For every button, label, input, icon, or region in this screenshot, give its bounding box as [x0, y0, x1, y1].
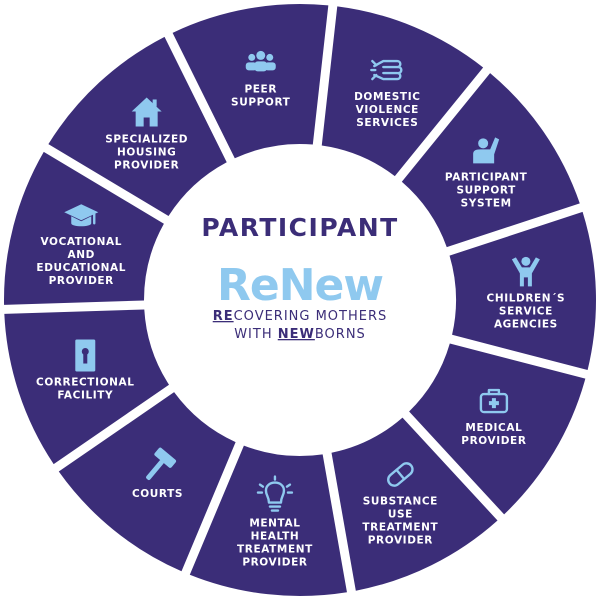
fist-icon	[370, 59, 403, 81]
tagline-line-1: RECOVERING MOTHERS	[213, 309, 388, 324]
segment-shape-childrens-service-agencies	[449, 211, 596, 370]
gavel-icon	[146, 447, 177, 480]
lightbulb-icon	[256, 475, 294, 512]
center-area: PARTICIPANT ReNew RECOVERING MOTHERS WIT…	[201, 213, 398, 342]
segment-label-line: SUPPORT	[231, 96, 291, 108]
tagline-line-2-rest: BORNS	[315, 327, 366, 342]
segment-label-line: VIOLENCE	[356, 104, 419, 116]
segment-label-line: MEDICAL	[465, 422, 522, 434]
segment-label-line: PROVIDER	[368, 534, 433, 546]
medical-kit-icon	[479, 388, 509, 414]
segment-label-line: PEER	[244, 83, 277, 95]
segment-label-line: CORRECTIONAL	[36, 377, 134, 389]
segment-label-line: TREATMENT	[362, 521, 438, 533]
tagline-line-2-bold: NEW	[278, 327, 315, 342]
segment-label-line: TREATMENT	[237, 544, 313, 556]
segment-shape-mental-health-treatment-provider	[189, 445, 347, 596]
segment-label-line: VOCATIONAL	[41, 236, 122, 248]
graduation-cap-icon	[64, 204, 99, 227]
segment-label-line: PROVIDER	[49, 275, 114, 287]
segment-label-line: SERVICES	[356, 117, 418, 129]
segment-shape-substance-use-treatment-provider	[331, 417, 498, 591]
segment-label-line: PROVIDER	[242, 557, 307, 569]
people-icon	[245, 50, 276, 72]
segment-label-line: HEALTH	[251, 531, 300, 543]
segment-label-line: SYSTEM	[461, 197, 512, 209]
child-icon	[511, 256, 540, 287]
segment-label-line: SERVICE	[499, 305, 553, 317]
segment-label-line: MENTAL	[249, 518, 300, 530]
segment-shape-correctional-facility	[4, 309, 170, 465]
tagline-line-1-rest: COVERING MOTHERS	[234, 309, 388, 324]
segment-label-line: AND	[68, 249, 95, 261]
door-icon	[75, 339, 96, 372]
segment-label-line: PROVIDER	[461, 435, 526, 447]
segment-label-line: HOUSING	[117, 146, 176, 158]
segment-label-line: SUBSTANCE	[363, 495, 438, 507]
tagline-line-2: WITH NEWBORNS	[234, 327, 366, 342]
center-title: PARTICIPANT	[201, 213, 398, 242]
segment-label-line: SPECIALIZED	[105, 133, 188, 145]
segment-label-line: AGENCIES	[494, 318, 558, 330]
segment-shape-vocational-and-educational-provider	[3, 151, 164, 305]
segment-label-line: PARTICIPANT	[445, 171, 528, 183]
pill-icon	[387, 462, 414, 487]
segment-shape-medical-provider	[409, 343, 586, 515]
segment-shape-peer-support	[172, 4, 329, 159]
segment-label-line: EDUCATIONAL	[36, 262, 126, 274]
segment-label-line: DOMESTIC	[354, 91, 420, 103]
tagline-line-1-bold: RE	[213, 309, 234, 324]
segment-label-courts: COURTS	[132, 488, 183, 500]
segment-courts: COURTS	[58, 392, 236, 572]
segment-shape-domestic-violence-services	[321, 6, 484, 177]
segment-label-line: PROVIDER	[114, 159, 179, 171]
segment-shape-courts	[58, 392, 236, 572]
segment-label-line: CHILDREN´S	[487, 292, 566, 304]
house-icon	[131, 97, 162, 127]
segment-label-line: COURTS	[132, 488, 183, 500]
segment-label-line: SUPPORT	[456, 184, 516, 196]
raised-hand-person-icon	[473, 137, 500, 164]
tagline-line-2-pre: WITH	[234, 327, 278, 342]
brand-logo-text: ReNew	[217, 260, 383, 311]
segment-label-line: USE	[388, 508, 413, 520]
segment-label-line: FACILITY	[57, 390, 113, 402]
